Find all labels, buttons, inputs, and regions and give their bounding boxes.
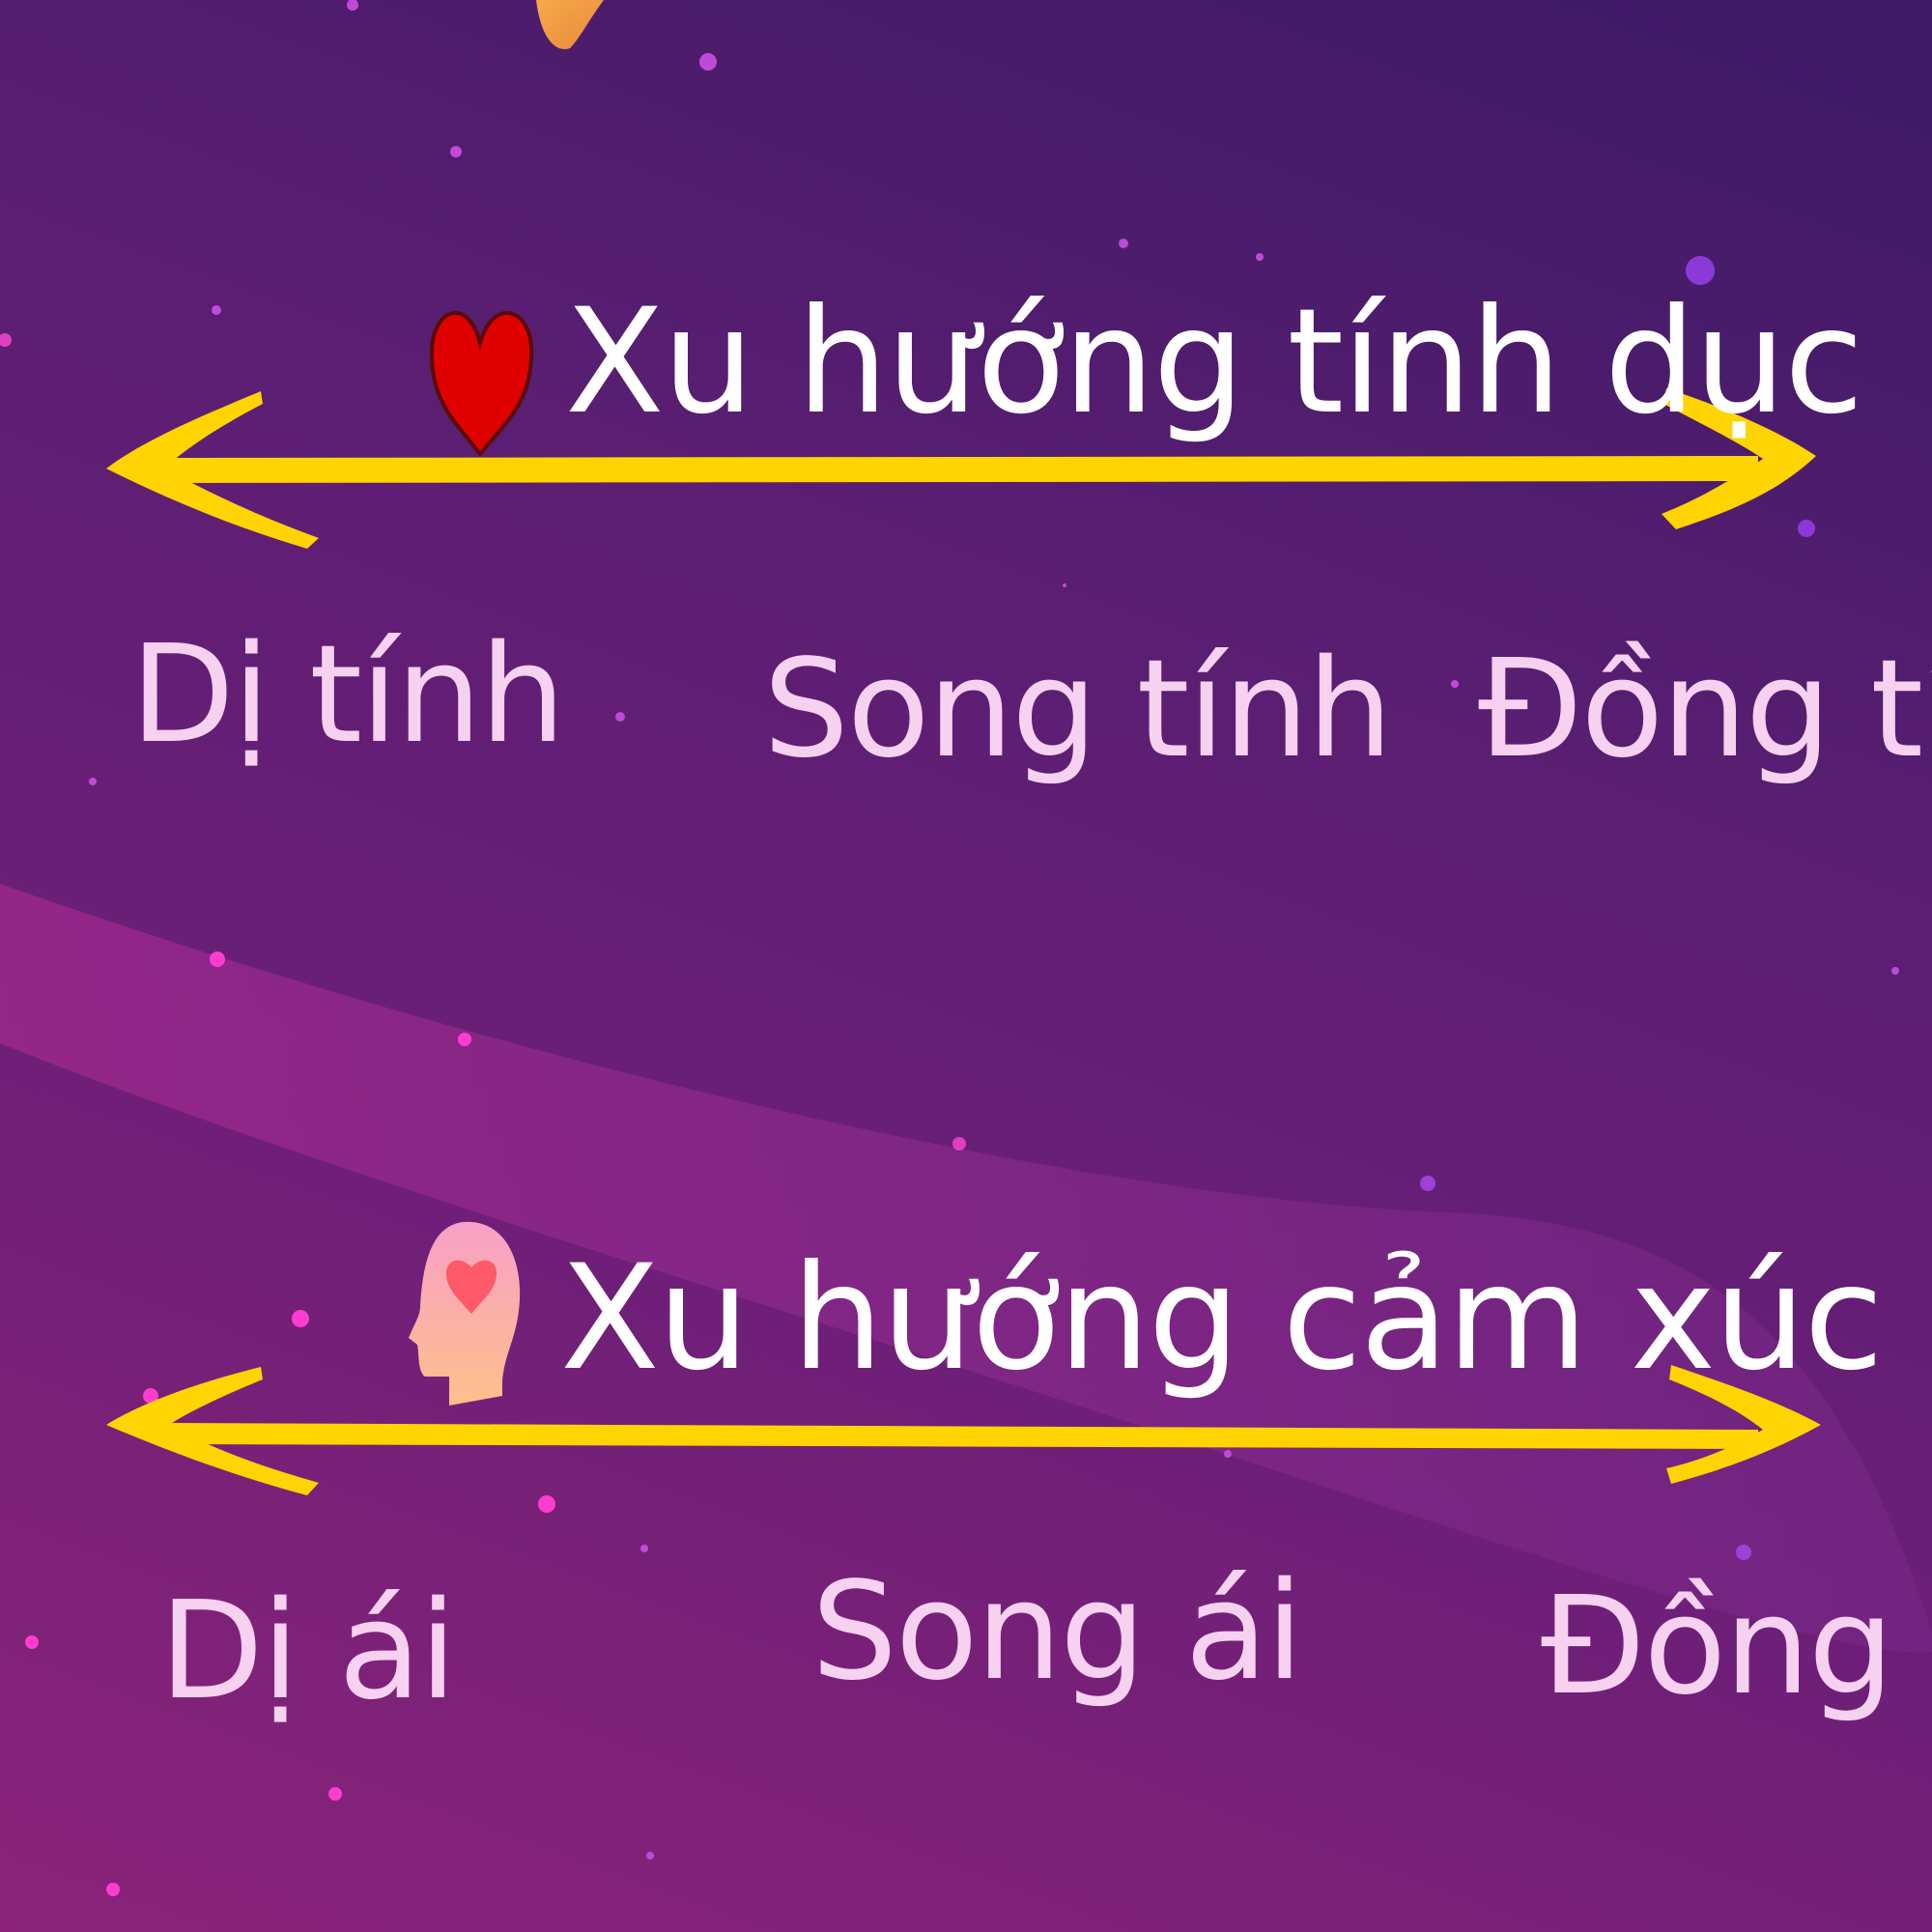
scale-item-right: Đồng ái [1541,1568,1932,1725]
wave-band [0,884,1932,1653]
scale-title: Xu hướng cảm xúc [560,1235,1884,1403]
orange-blob [536,0,604,49]
scale-item-right: Đồng tính [1478,631,1932,788]
star-dots [0,0,1899,1896]
scale-title: Xu hướng tính dục [565,278,1863,446]
scale-item-left: Dị tính [130,616,565,774]
scale-item-middle: Song ái [811,1553,1303,1711]
scale-item-middle: Song tính [763,631,1393,788]
scale-item-left: Dị ái [159,1573,457,1730]
